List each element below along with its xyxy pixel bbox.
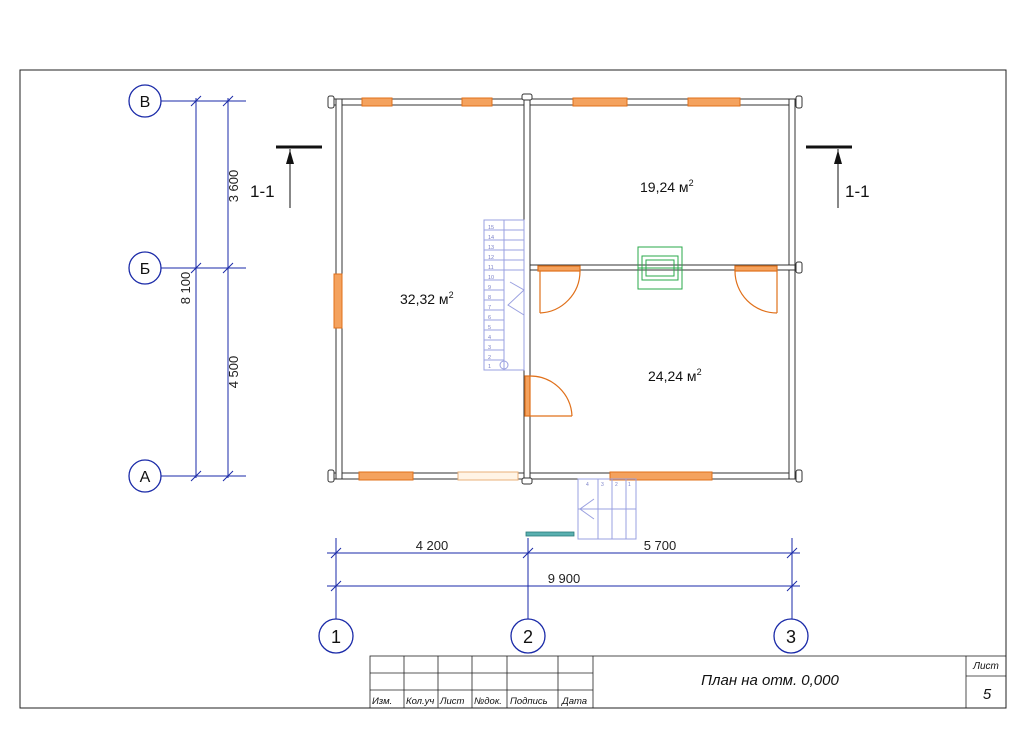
room-area-sup: 2 xyxy=(697,367,702,377)
room-area-sup: 2 xyxy=(689,178,694,188)
title-block xyxy=(369,655,1007,709)
drawing-title: План на отм. 0,000 xyxy=(701,672,839,689)
porch-step: 3 xyxy=(601,482,604,488)
sheet-number: 5 xyxy=(983,686,992,703)
stair-step: 11 xyxy=(488,265,494,271)
header-podpis: Подпись xyxy=(510,696,548,707)
axis-bubble-col-3: 3 xyxy=(773,618,809,654)
porch-step: 4 xyxy=(586,482,589,488)
header-kol-uch: Кол.уч xyxy=(406,696,434,707)
porch-step: 2 xyxy=(615,482,618,488)
stair-step: 8 xyxy=(488,295,491,301)
room-area-2: 19,24 м2 xyxy=(640,178,694,195)
axis-label: 3 xyxy=(786,627,796,647)
axis-bubble-col-2: 2 xyxy=(510,618,546,654)
stair-step: 3 xyxy=(488,345,491,351)
section-label-right: 1-1 xyxy=(845,182,870,201)
walls xyxy=(332,98,799,480)
axis-label: 1 xyxy=(331,627,341,647)
svg-text:32,32 м2: 32,32 м2 xyxy=(400,290,454,307)
room-area-3: 24,24 м2 xyxy=(648,367,702,384)
room-area-value: 24,24 м xyxy=(648,368,697,384)
vertical-dimensions xyxy=(160,95,246,482)
svg-text:19,24 м2: 19,24 м2 xyxy=(640,178,694,195)
stair-step-numbers: 15 14 13 12 11 10 9 8 7 6 5 4 3 2 1 xyxy=(488,225,494,370)
stair-step: 14 xyxy=(488,235,494,241)
sheet-label: Лист xyxy=(972,661,999,672)
title-block-headers: Изм. Кол.уч Лист №док. Подпись Дата xyxy=(372,696,587,707)
dim-right: 5 700 xyxy=(644,538,677,553)
room-area-value: 19,24 м xyxy=(640,179,689,195)
room-area-value: 32,32 м xyxy=(400,291,449,307)
stair-step: 9 xyxy=(488,285,491,291)
header-list: Лист xyxy=(439,696,465,707)
axis-label: Б xyxy=(140,261,151,278)
dim-total-vertical: 8 100 xyxy=(178,272,193,305)
axis-bubble-row-a: А xyxy=(128,459,162,493)
porch-step-numbers: 4 3 2 1 xyxy=(586,482,631,488)
stair-step: 4 xyxy=(488,335,491,341)
axis-label: 2 xyxy=(523,627,533,647)
section-marker-left: 1-1 xyxy=(250,145,322,208)
stair-step: 15 xyxy=(488,225,494,231)
wall-log-ends xyxy=(327,93,803,485)
horizontal-dimensions xyxy=(327,538,800,620)
stair-step: 12 xyxy=(488,255,494,261)
stair-step: 13 xyxy=(488,245,494,251)
dim-upper: 3 600 xyxy=(226,170,241,203)
porch-fixture xyxy=(525,531,575,537)
axis-label: В xyxy=(140,94,151,111)
interior-staircase xyxy=(483,219,525,371)
dim-lower: 4 500 xyxy=(226,356,241,389)
stair-step: 2 xyxy=(488,355,491,361)
axis-bubble-row-b: Б xyxy=(128,251,162,285)
windows xyxy=(333,97,741,481)
section-label-left: 1-1 xyxy=(250,182,275,201)
stair-step: 1 xyxy=(488,364,491,370)
room-area-1: 32,32 м2 xyxy=(400,290,454,307)
porch-staircase xyxy=(577,478,637,540)
svg-text:24,24 м2: 24,24 м2 xyxy=(648,367,702,384)
axis-bubble-row-v: В xyxy=(128,84,162,118)
header-data: Дата xyxy=(561,696,587,707)
stair-step: 10 xyxy=(488,275,494,281)
stair-treads xyxy=(484,229,504,361)
room-area-sup: 2 xyxy=(449,290,454,300)
dim-total-horizontal: 9 900 xyxy=(548,571,581,586)
dim-left: 4 200 xyxy=(416,538,449,553)
stair-step: 6 xyxy=(488,315,491,321)
axis-label: А xyxy=(140,469,151,486)
porch-step: 1 xyxy=(628,482,631,488)
interior-doors xyxy=(524,265,778,417)
header-izm: Изм. xyxy=(372,696,392,707)
header-ndok: №док. xyxy=(474,696,502,707)
section-marker-right: 1-1 xyxy=(806,145,870,208)
stair-step: 5 xyxy=(488,325,491,331)
stair-step: 7 xyxy=(488,305,491,311)
entrance-opening xyxy=(457,471,519,481)
axis-bubble-col-1: 1 xyxy=(318,618,354,654)
fireplace-icon xyxy=(637,246,683,290)
sheet-frame xyxy=(19,69,1007,709)
